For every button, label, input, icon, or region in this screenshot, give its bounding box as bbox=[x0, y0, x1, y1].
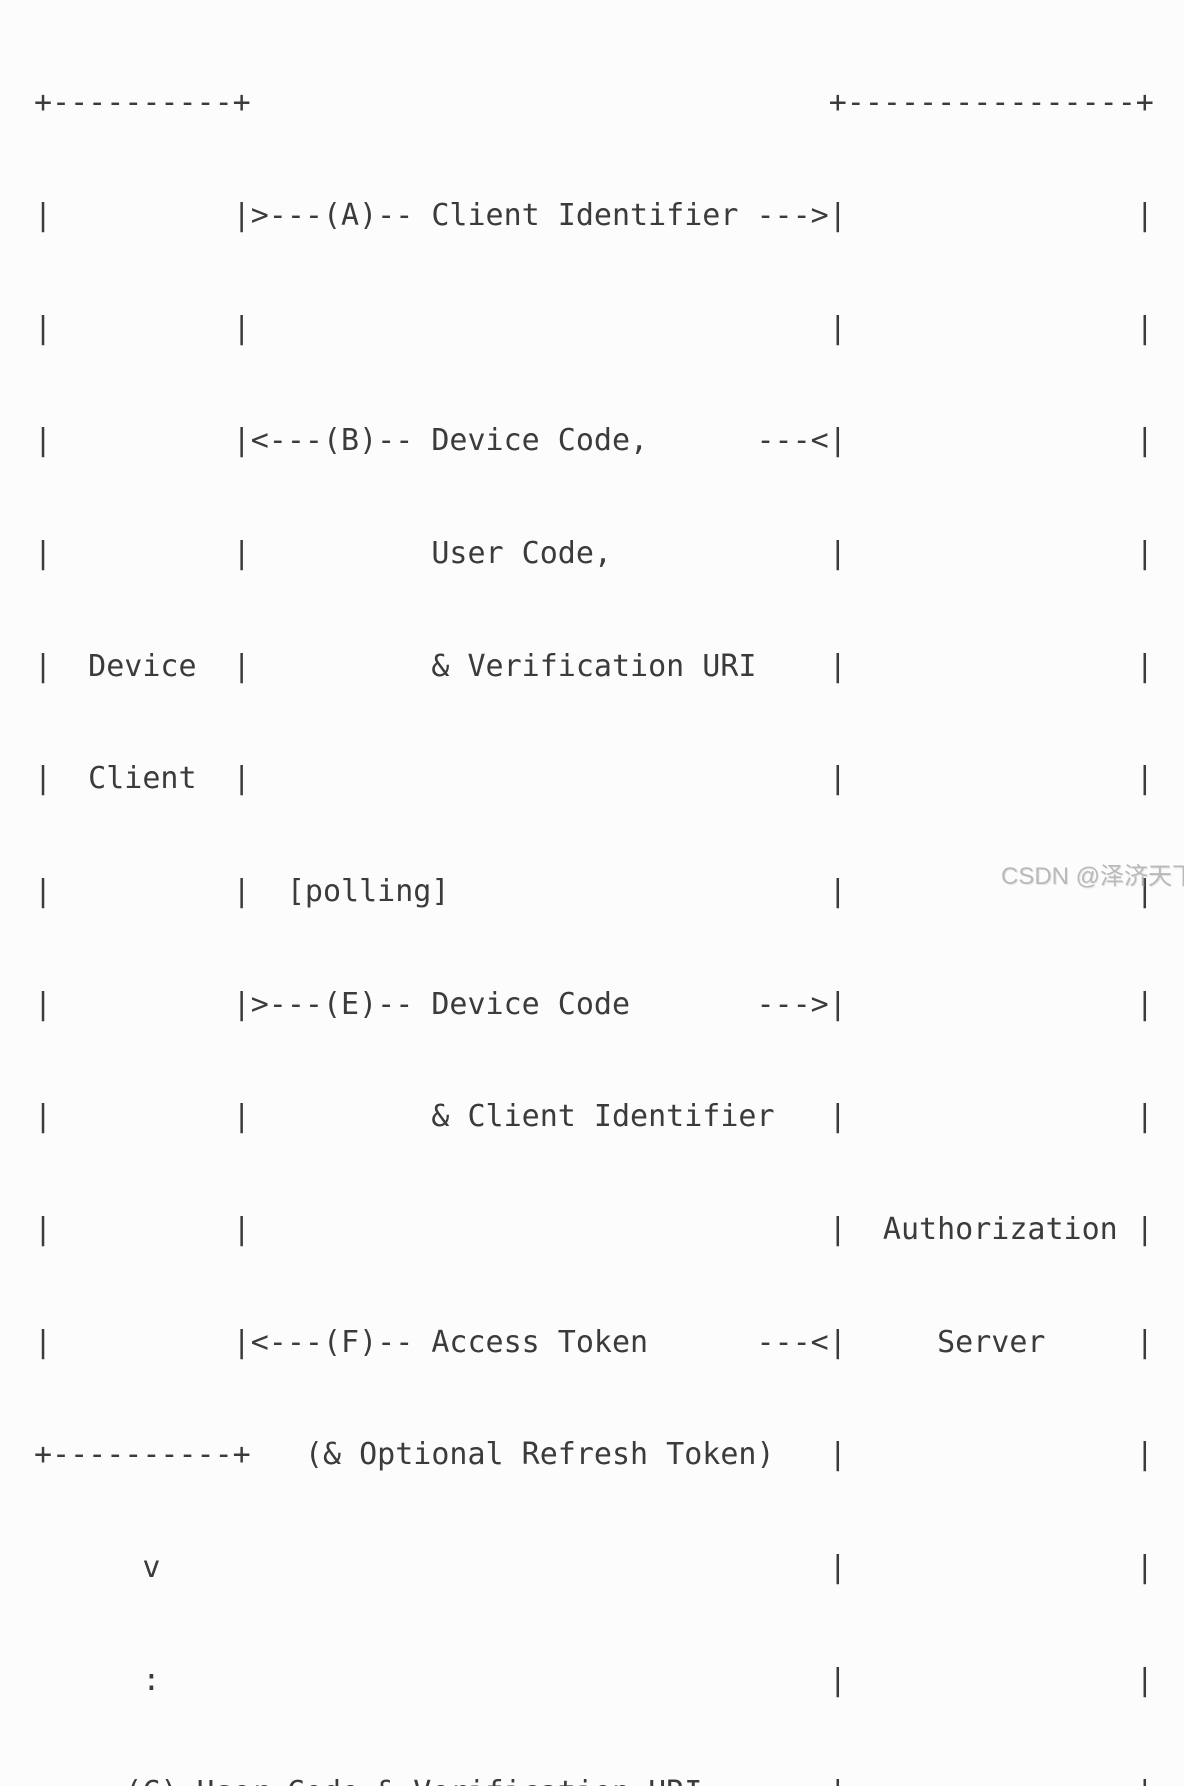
diagram-line: | |<---(B)-- Device Code, ---<| | bbox=[34, 423, 1154, 459]
diagram-line: v | | bbox=[34, 1550, 1154, 1586]
diagram-line: +----------+ +----------------+ bbox=[34, 85, 1154, 121]
csdn-watermark: CSDN @泽济天下 bbox=[1001, 863, 1184, 890]
diagram-line: : | | bbox=[34, 1662, 1154, 1698]
diagram-line: | Device | & Verification URI | | bbox=[34, 648, 1154, 684]
diagram-line: | | | Authorization | bbox=[34, 1212, 1154, 1247]
diagram-line: | | & Client Identifier | | bbox=[34, 1099, 1154, 1135]
diagram-line: +----------+ (& Optional Refresh Token) … bbox=[34, 1437, 1154, 1473]
diagram-line: | |>---(E)-- Device Code --->| | bbox=[34, 986, 1154, 1022]
diagram-line: | | User Code, | | bbox=[34, 535, 1154, 571]
diagram-line: (C) User Code & Verification URI | | bbox=[34, 1774, 1154, 1786]
diagram-line: | | | | bbox=[34, 310, 1154, 346]
diagram-line: | Client | | | bbox=[34, 761, 1154, 797]
diagram-line: | | [polling] | | bbox=[34, 873, 1154, 909]
diagram-line: | |<---(F)-- Access Token ---<| Server | bbox=[34, 1324, 1154, 1360]
ascii-flow-diagram: +----------+ +----------------+ | |>---(… bbox=[34, 9, 1154, 1786]
diagram-line: | |>---(A)-- Client Identifier --->| | bbox=[34, 197, 1154, 233]
